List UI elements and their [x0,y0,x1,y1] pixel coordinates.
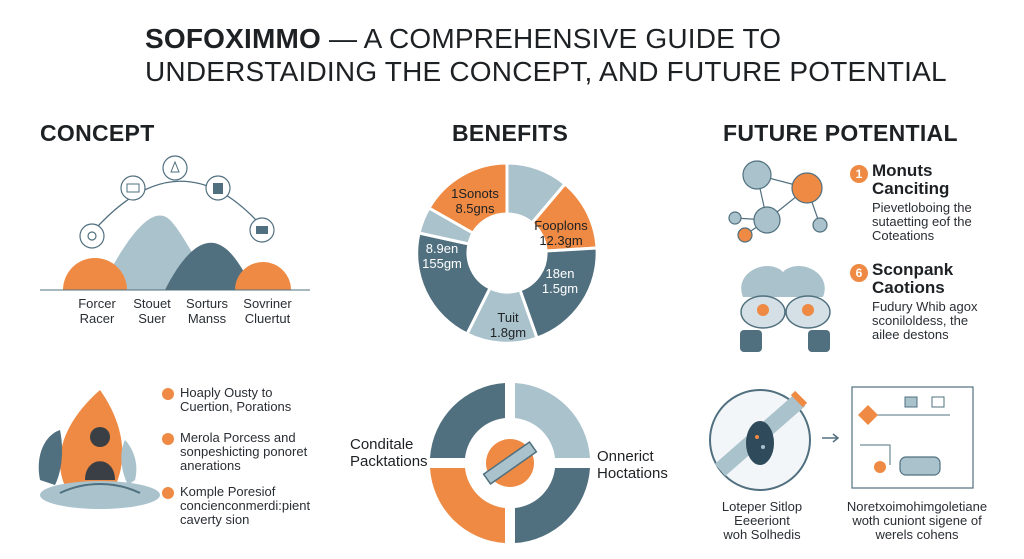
benefits-donut-chart [415,161,599,345]
meditating-person-illustration [38,390,160,509]
concept-label-3: Sorturs Manss [186,296,228,326]
concept-arc-diagram [40,155,310,291]
donut-label-4: 18en 1.5gm [541,266,579,296]
cell-magnifier-illustration [709,389,811,491]
robots-illustration [740,266,831,352]
future-item-2-text: Fudury Whib agox sconiloldess, the ailee… [872,299,978,342]
concept-bullet-dot-2 [162,433,174,445]
benefits-ring-chart [430,383,590,543]
future-item-1-title: Monuts Canciting [872,161,950,198]
future-bottom-left-caption: Loteper Sitlop Eeeeriont woh Solhedis [721,499,803,542]
concept-bullet-1: Hoaply Ousty to Cuertion, Porations [180,385,292,414]
donut-label-1: 1Sonots 8.5gns [451,186,499,216]
arrow-right-icon [822,433,840,443]
donut-segment-3 [518,246,599,340]
ring-segment-2 [515,383,590,458]
donut-label-3: 8.9en 155gm [422,241,462,271]
concept-heading: CONCEPT [40,120,155,146]
donut-segment-5 [415,231,493,337]
concept-bullet-dot-3 [162,487,174,499]
ring-bar-icon [482,440,538,486]
future-item-1-text: Pievetloboing the sutaetting eof the Cot… [872,200,972,243]
future-badge-1: 1 [850,165,868,183]
concept-sun-right [235,262,291,290]
concept-bullet-dot-1 [162,388,174,400]
concept-label-1: Forcer Racer [78,296,116,326]
donut-label-2: Fooplons 12.3gm [534,218,588,248]
future-bottom-right-caption: Noretxoimohimgoletiane woth cuniont sige… [846,499,988,542]
future-heading: FUTURE POTENTIAL [723,120,958,146]
ring-label-right: Onnerict Hoctations [597,448,668,482]
concept-label-4: Sovriner Cluertut [243,296,292,326]
concept-label-2: Stouet Suer [133,296,171,326]
concept-bullet-2: Merola Porcess and sonpeshicting ponoret… [180,430,308,473]
network-illustration [728,160,828,243]
ring-label-left: Conditale Packtations [350,436,428,470]
box-icon [249,217,275,243]
concept-mountain-dark [165,242,255,290]
ring-segment-1 [430,383,505,458]
process-illustration [851,386,974,489]
future-badge-2: 6 [850,264,868,282]
concept-arc-line [89,180,266,236]
donut-label-5: Tuit 1.8gm [489,310,527,340]
envelope-icon [120,175,146,201]
concept-sun-left [63,258,127,290]
concept-bullet-3: Komple Poresiof concienconmerdi:pient ca… [180,484,311,527]
benefits-heading: BENEFITS [452,120,569,146]
title-brand: SOFOXIMMO [145,23,322,54]
ring-segment-3 [515,468,590,543]
page-title: SOFOXIMMO — A COMPREHENSIVE GUIDE TO UND… [145,22,1005,88]
jar-icon [205,175,231,201]
title-line2: UNDERSTAIDING THE CONCEPT, AND FUTURE PO… [145,56,947,87]
title-rest: — A COMPREHENSIVE GUIDE TO [321,23,782,54]
gear-icon [79,223,105,249]
donut-segment-7 [426,161,509,236]
hand-icon [162,155,188,181]
ring-segment-4 [430,468,505,543]
future-item-2-title: Sconpank Caotions [872,260,954,297]
